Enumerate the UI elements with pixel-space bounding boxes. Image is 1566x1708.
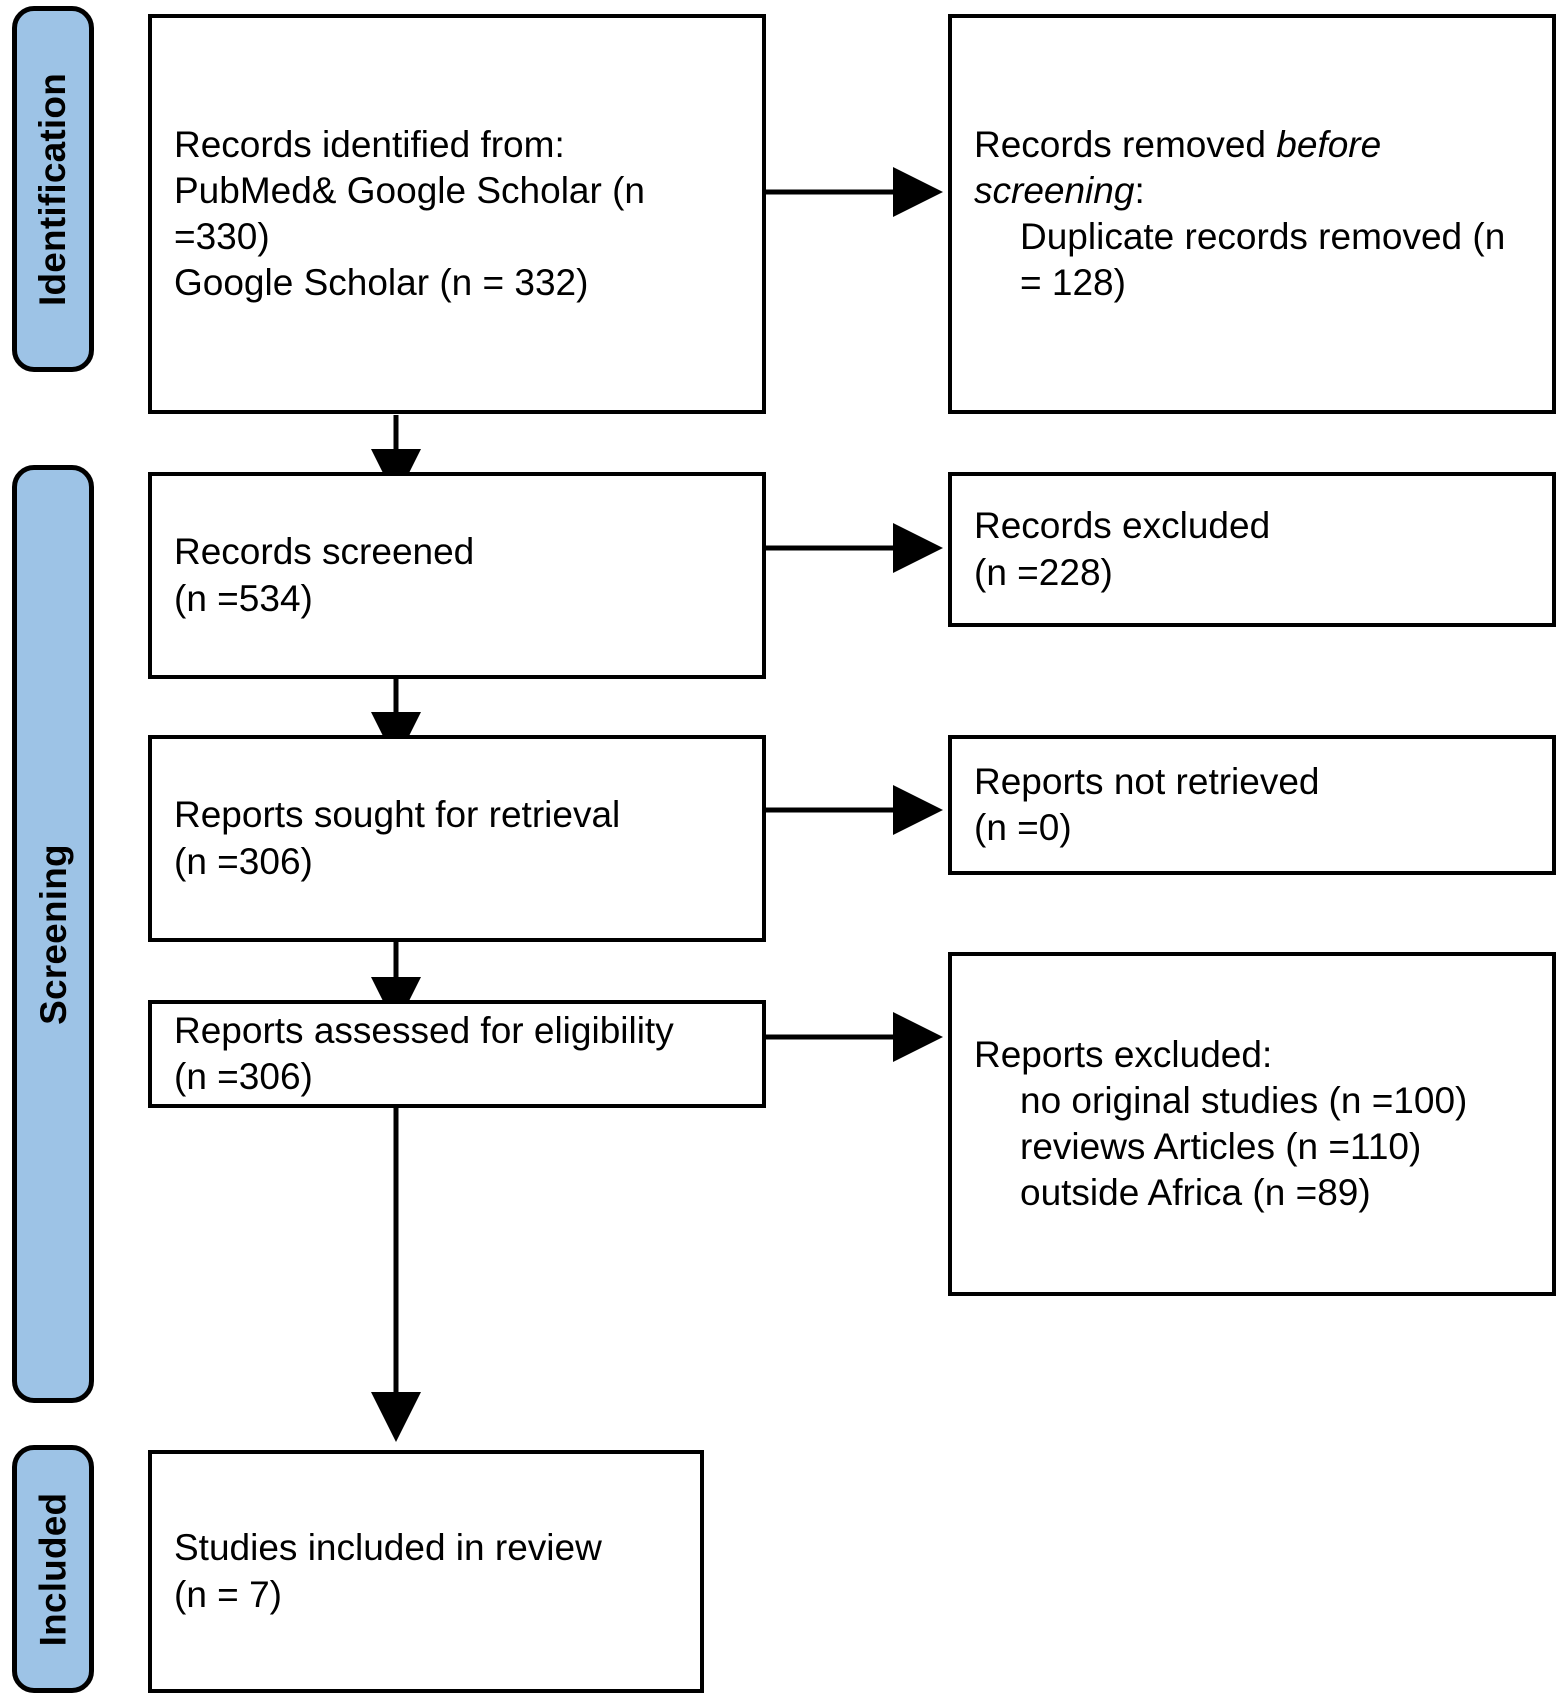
reports-excluded-line-2: no original studies (n =100): [1020, 1079, 1468, 1121]
box-records-identified: Records identified from: PubMed& Google …: [148, 14, 766, 414]
records-identified-line-2: PubMed& Google Scholar (n: [174, 169, 645, 211]
records-removed-line-1-plain: Records removed: [974, 123, 1277, 165]
reports-not-retrieved-line-1: Reports not retrieved: [974, 760, 1320, 802]
studies-included-line-1: Studies included in review: [174, 1527, 602, 1569]
reports-excluded-line-3: reviews Articles (n =110): [1020, 1126, 1422, 1167]
box-studies-included-in-review: Studies included in review (n = 7): [148, 1450, 704, 1693]
records-removed-line-1-italic: before: [1276, 123, 1382, 165]
reports-sought-line-1: Reports sought for retrieval: [174, 794, 621, 836]
box-reports-assessed-for-eligibility: Reports assessed for eligibility (n =306…: [148, 1000, 766, 1108]
box-records-screened: Records screened (n =534): [148, 472, 766, 679]
records-screened-line-1: Records screened: [174, 531, 475, 573]
records-removed-line-2-italic: screening: [974, 169, 1135, 211]
studies-included-line-2: (n = 7): [174, 1573, 282, 1615]
reports-sought-line-2: (n =306): [174, 840, 313, 882]
records-removed-line-2-plain: :: [1134, 169, 1145, 211]
box-records-removed-before-screening: Records removed before screening: Duplic…: [948, 14, 1556, 414]
reports-excluded-line-1: Reports excluded:: [974, 1033, 1273, 1075]
box-reports-excluded: Reports excluded: no original studies (n…: [948, 952, 1556, 1296]
records-removed-line-2: screening:: [974, 168, 1530, 214]
stage-label-included: Included: [12, 1445, 94, 1693]
records-excluded-line-2: (n =228): [974, 551, 1113, 593]
reports-excluded-line-4: outside Africa (n =89): [1020, 1172, 1371, 1214]
records-identified-line-3: =330): [174, 216, 270, 257]
records-identified-line-4: Google Scholar (n = 332): [174, 262, 589, 304]
records-removed-line-1: Records removed before: [974, 122, 1530, 168]
box-reports-not-retrieved: Reports not retrieved (n =0): [948, 735, 1556, 875]
stage-label-identification: Identification: [12, 6, 94, 372]
records-removed-line-4: = 128): [1020, 262, 1126, 304]
records-excluded-line-1: Records excluded: [974, 505, 1271, 547]
reports-assessed-line-2: (n =306): [174, 1056, 313, 1097]
reports-assessed-line-1: Reports assessed for eligibility: [174, 1009, 674, 1051]
stage-label-screening-text: Screening: [32, 843, 74, 1025]
stage-label-identification-text: Identification: [32, 72, 74, 306]
box-records-excluded: Records excluded (n =228): [948, 472, 1556, 627]
stage-label-screening: Screening: [12, 465, 94, 1403]
records-identified-line-1: Records identified from:: [174, 123, 565, 165]
reports-not-retrieved-line-2: (n =0): [974, 807, 1072, 848]
records-removed-line-3: Duplicate records removed (n: [1020, 216, 1506, 257]
records-screened-line-2: (n =534): [174, 577, 313, 619]
box-reports-sought-for-retrieval: Reports sought for retrieval (n =306): [148, 735, 766, 942]
stage-label-included-text: Included: [32, 1492, 74, 1646]
